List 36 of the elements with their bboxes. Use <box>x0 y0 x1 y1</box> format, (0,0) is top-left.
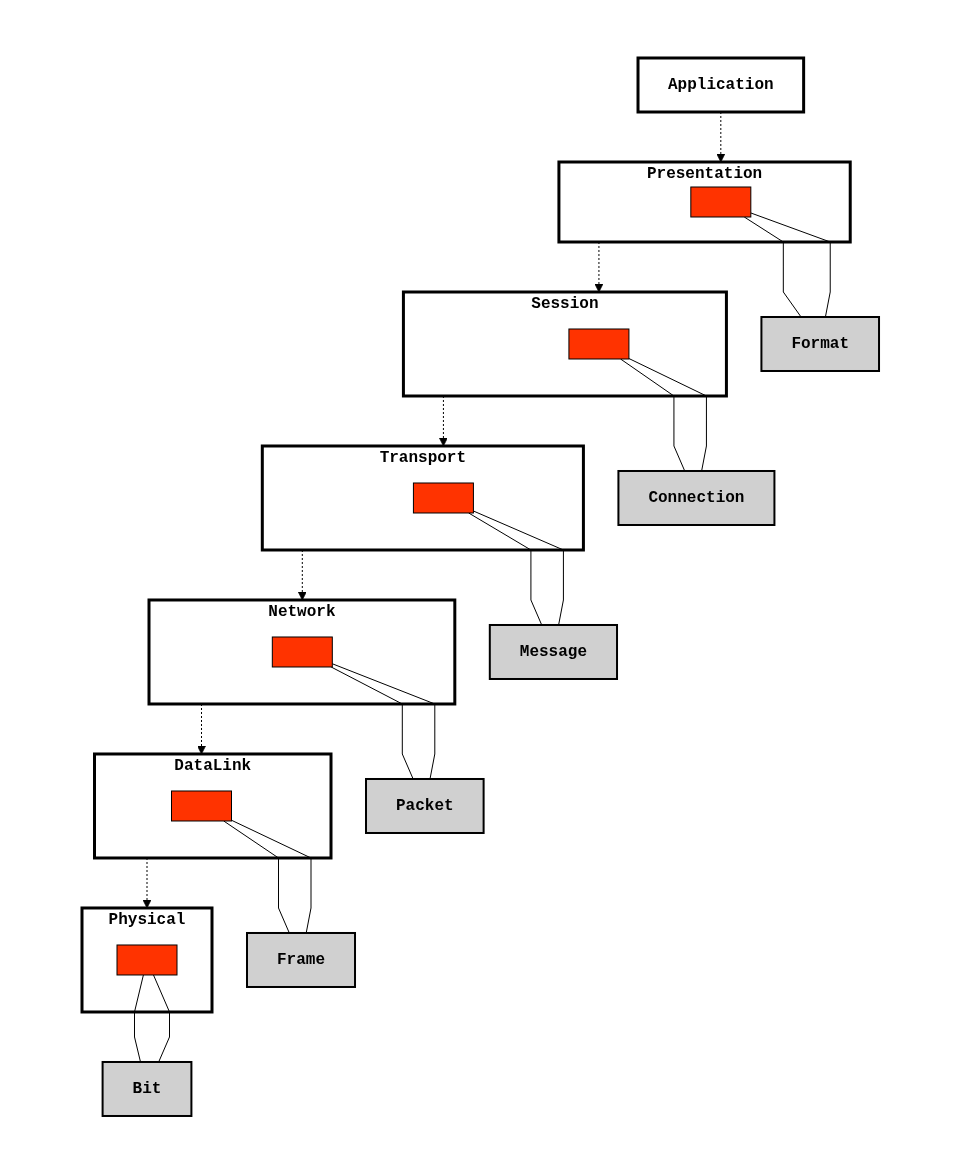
node-box <box>271 636 333 667</box>
connector <box>331 662 436 779</box>
node-box <box>412 482 474 513</box>
arrow <box>594 241 604 292</box>
node-box: Format <box>760 315 880 372</box>
connector <box>628 357 707 471</box>
node-box: Bit <box>101 1060 193 1117</box>
connector <box>231 819 312 933</box>
connector <box>750 211 831 317</box>
connector <box>134 974 144 1062</box>
node-box <box>116 944 178 975</box>
connector <box>153 974 170 1062</box>
node-box: Frame <box>246 931 356 988</box>
connector <box>330 666 414 779</box>
connector <box>223 820 290 933</box>
connector <box>472 510 564 625</box>
arrow <box>197 703 206 754</box>
cluster: Presentation <box>557 160 852 243</box>
connector <box>743 216 802 317</box>
cluster: Physical <box>80 906 214 1013</box>
cluster: Transport <box>260 444 585 551</box>
node-box <box>568 328 630 359</box>
cluster: Session <box>401 290 728 397</box>
arrow <box>297 549 307 600</box>
node-box <box>690 186 752 217</box>
arrow <box>439 395 448 446</box>
node-box: Application <box>636 56 806 113</box>
node-box <box>171 790 232 821</box>
cluster: Network <box>147 598 457 705</box>
arrow <box>142 857 152 908</box>
node-box: Message <box>488 623 618 680</box>
connector <box>620 358 686 471</box>
node-box: Packet <box>365 777 485 834</box>
connector <box>468 512 543 625</box>
cluster: DataLink <box>93 752 333 859</box>
node-box: Connection <box>617 469 776 526</box>
